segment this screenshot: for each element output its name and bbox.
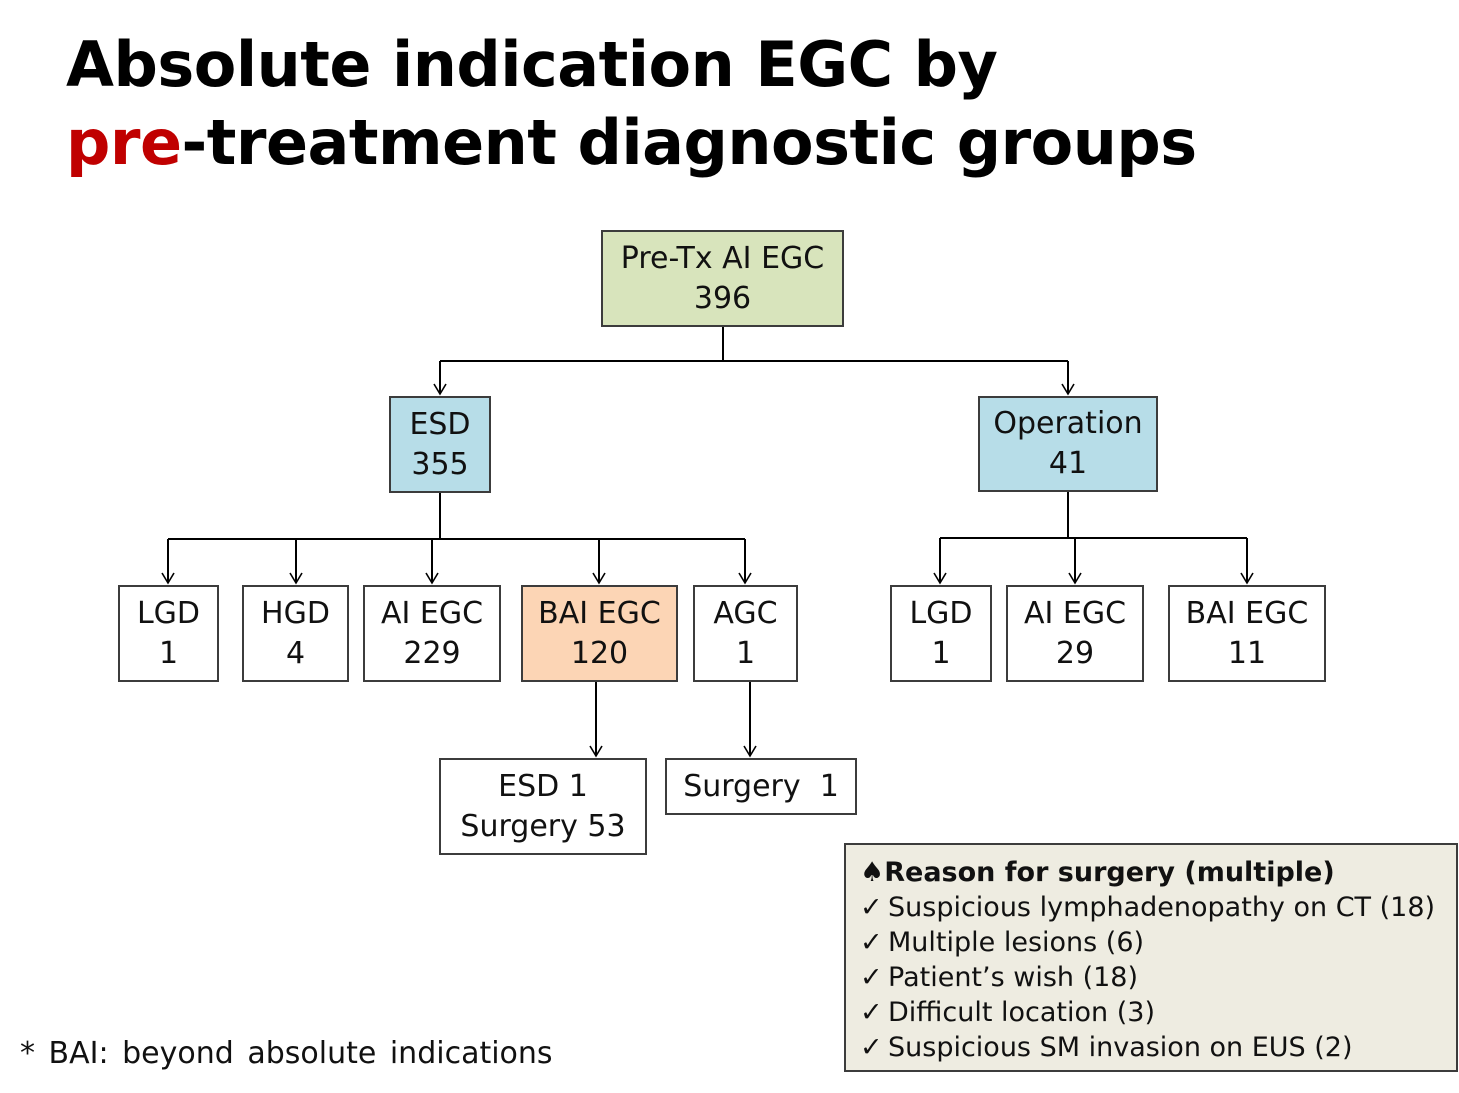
- node-count: 29: [1055, 635, 1095, 671]
- reason-item: ✓Patient’s wish (18): [860, 960, 1456, 995]
- node-pre-tx-ai-egc: Pre-Tx AI EGC 396: [601, 230, 844, 327]
- reason-item-text: Patient’s wish (18): [888, 962, 1139, 993]
- node-label: AI EGC: [380, 595, 484, 631]
- node-esd-lgd: LGD 1: [118, 585, 219, 682]
- reason-for-surgery-box: ♠Reason for surgery (multiple) ✓Suspicio…: [844, 843, 1458, 1072]
- check-icon: ✓: [860, 927, 883, 958]
- node-label: AI EGC: [1023, 595, 1127, 631]
- check-icon: ✓: [860, 962, 883, 993]
- node-count: 1: [931, 635, 951, 671]
- reason-item-text: Difficult location (3): [888, 997, 1155, 1028]
- node-count: 355: [411, 446, 469, 482]
- node-label: LGD: [136, 595, 201, 631]
- node-label: HGD: [261, 595, 330, 631]
- reason-item: ✓Suspicious lymphadenopathy on CT (18): [860, 890, 1456, 925]
- node-esd-hgd: HGD 4: [242, 585, 349, 682]
- slide-title: Absolute indication EGC by pre-treatment…: [66, 26, 1197, 182]
- reason-title-row: ♠Reason for surgery (multiple): [860, 855, 1456, 890]
- node-esd-agc: AGC 1: [693, 585, 798, 682]
- node-label: BAI EGC: [538, 595, 661, 631]
- node-count: 11: [1227, 635, 1267, 671]
- node-count: 41: [1048, 446, 1088, 481]
- spade-icon: ♠: [860, 857, 885, 888]
- node-esd: ESD 355: [389, 396, 491, 493]
- check-icon: ✓: [860, 1032, 883, 1063]
- reason-item-text: Suspicious SM invasion on EUS (2): [888, 1032, 1353, 1063]
- node-count: 229: [403, 635, 461, 671]
- title-line-1: Absolute indication EGC by: [66, 28, 998, 101]
- title-accent-word: pre: [66, 106, 182, 179]
- check-icon: ✓: [860, 892, 883, 923]
- node-esd-ai-egc: AI EGC 229: [363, 585, 501, 682]
- reason-title: Reason for surgery (multiple): [884, 857, 1335, 888]
- node-count: 1: [158, 635, 179, 671]
- node-label: Operation: [993, 406, 1143, 441]
- check-icon: ✓: [860, 997, 883, 1028]
- reason-item-text: Multiple lesions (6): [888, 927, 1145, 958]
- node-label: ESD: [409, 406, 471, 442]
- node-bai-outcome: ESD 1 Surgery 53: [439, 758, 647, 855]
- node-count: 4: [285, 635, 306, 671]
- node-operation: Operation 41: [978, 396, 1158, 492]
- node-label: Pre-Tx AI EGC: [620, 240, 825, 276]
- node-agc-outcome: Surgery 1: [665, 758, 857, 815]
- node-label: BAI EGC: [1185, 595, 1309, 631]
- reason-item-text: Suspicious lymphadenopathy on CT (18): [888, 892, 1436, 923]
- footnote: * BAI: beyond absolute indications: [20, 1036, 553, 1071]
- node-count: 120: [570, 635, 629, 671]
- outcome-surgery: Surgery 53: [460, 808, 626, 844]
- outcome-esd: ESD 1: [498, 768, 588, 804]
- node-label: AGC: [713, 595, 778, 631]
- reason-item: ✓Difficult location (3): [860, 995, 1456, 1030]
- node-esd-bai-egc: BAI EGC 120: [521, 585, 678, 682]
- node-count: 1: [735, 635, 756, 671]
- reason-item: ✓Suspicious SM invasion on EUS (2): [860, 1030, 1456, 1065]
- node-op-ai-egc: AI EGC 29: [1006, 585, 1144, 682]
- node-op-lgd: LGD 1: [890, 585, 992, 682]
- node-label: LGD: [909, 595, 973, 631]
- outcome-surgery: Surgery 1: [683, 768, 839, 804]
- node-count: 396: [693, 280, 752, 316]
- title-line-2: -treatment diagnostic groups: [181, 106, 1198, 179]
- reason-item: ✓Multiple lesions (6): [860, 925, 1456, 960]
- node-op-bai-egc: BAI EGC 11: [1168, 585, 1326, 682]
